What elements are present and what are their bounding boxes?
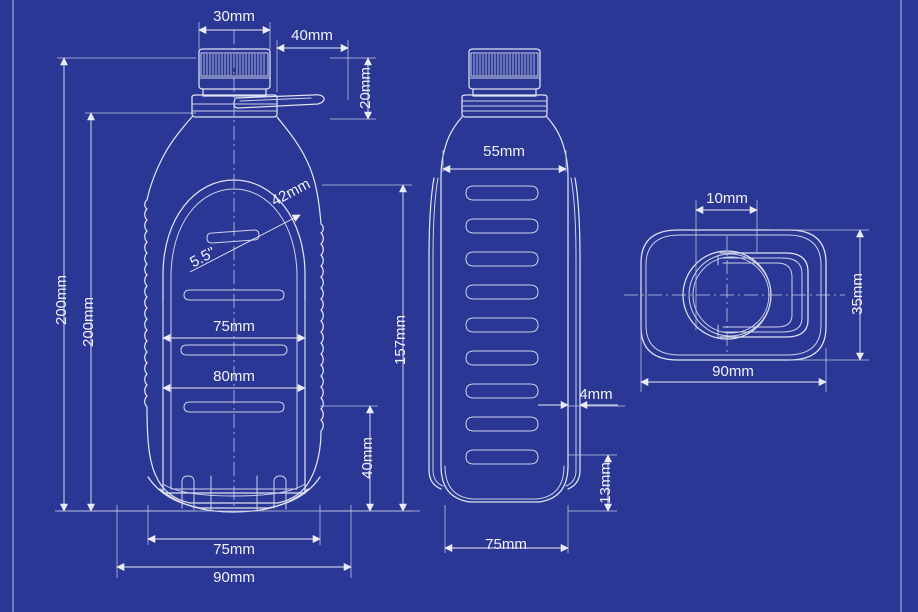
top-cap-mid — [688, 253, 772, 337]
sheet-border — [12, 0, 902, 612]
bottle-cap-side — [468, 48, 541, 97]
top-handle-inner — [721, 257, 803, 333]
bottle-neck-side — [461, 94, 548, 118]
bottle-cap-front — [198, 48, 271, 97]
dim-label-panel-upper: 75mm — [213, 318, 255, 335]
dim-label-height-outer: 200mm — [53, 275, 70, 325]
bottle-ribs-side — [465, 185, 539, 465]
bottle-label-panel-front — [162, 179, 306, 497]
bottle-base-feet-front — [181, 475, 287, 512]
top-outer-offset — [645, 234, 822, 356]
dim-label-base-height-front: 40mm — [359, 437, 376, 479]
dim-shoulder-width-side: 55mm — [442, 143, 567, 174]
dim-handle-length: 40mm — [276, 27, 349, 100]
dim-label-panel-lower: 80mm — [213, 368, 255, 385]
dim-label-rib-depth-side: 4mm — [579, 386, 612, 403]
dim-label-angle: 5.5" — [187, 244, 218, 271]
bottle-handle-front — [233, 94, 325, 109]
dim-cap-width: 30mm — [198, 8, 271, 49]
dim-label-handle-height: 20mm — [357, 67, 374, 109]
dim-height-outer: 200mm — [53, 57, 196, 512]
bottle-body-front — [144, 116, 324, 513]
dim-panel-lower: 80mm — [162, 340, 306, 393]
side-view: 55mm 4mm 13mm 75mm — [428, 48, 625, 553]
dim-base-width-side: 75mm — [444, 505, 569, 553]
dim-label-height-inner: 200mm — [80, 297, 97, 347]
front-view: 30mm 40mm 20mm 200mm — [53, 8, 420, 586]
dim-base-height-side: 13mm — [568, 454, 617, 512]
dim-base-width-front: 75mm — [147, 505, 321, 558]
dim-depth-top: 35mm — [770, 229, 869, 361]
dim-base-height-front: 40mm — [320, 405, 378, 512]
bottle-body-side — [440, 116, 569, 503]
dim-overall-width-front: 90mm — [116, 505, 352, 586]
top-handle-outer — [719, 252, 809, 338]
dim-label-width-top: 90mm — [712, 363, 754, 380]
dim-label-shoulder-width-side: 55mm — [483, 143, 525, 160]
dim-neck-opening-top: 10mm — [695, 190, 758, 330]
top-cap-inner — [692, 256, 770, 334]
dim-label-body-height: 157mm — [392, 315, 409, 365]
dim-panel-upper: 75mm — [162, 300, 306, 343]
dim-handle-height: 20mm — [330, 57, 376, 120]
top-handle-inner2 — [722, 262, 793, 328]
dim-label-base-width-side: 75mm — [485, 536, 527, 553]
dim-label-radius: 42mm — [268, 175, 313, 210]
dim-label-cap-width: 30mm — [213, 8, 255, 25]
dim-label-neck-opening-top: 10mm — [706, 190, 748, 207]
bottle-grip-slots-front — [180, 229, 288, 413]
bottle-handle-wing-side — [428, 177, 581, 490]
top-outer-outline — [640, 229, 827, 361]
dim-label-base-width-front: 75mm — [213, 541, 255, 558]
dim-label-base-height-side: 13mm — [597, 462, 614, 504]
dim-label-overall-width-front: 90mm — [213, 569, 255, 586]
dim-label-handle-length: 40mm — [291, 27, 333, 44]
dim-width-top: 90mm — [640, 320, 827, 392]
dim-rib-depth-side: 4mm — [538, 386, 625, 410]
dim-height-inner: 200mm — [80, 112, 196, 512]
top-view: 10mm 35mm 90mm — [624, 190, 869, 392]
dim-label-depth-top: 35mm — [849, 273, 866, 315]
